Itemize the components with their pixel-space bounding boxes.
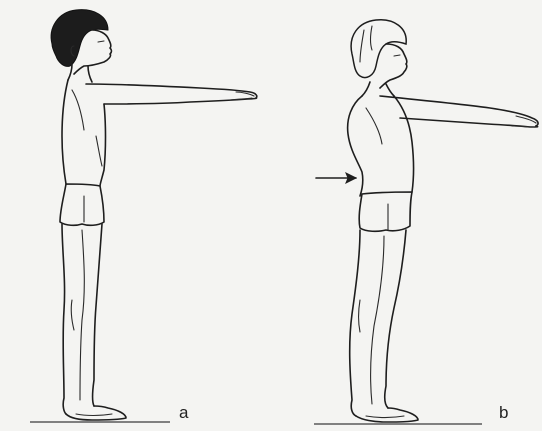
hair-a: [51, 10, 108, 67]
shorts-b: [359, 192, 412, 231]
feet-b: [356, 408, 418, 422]
arrow-icon: [316, 173, 356, 183]
arm-lower-a: [104, 98, 257, 104]
figure-a-straight-posture: [30, 10, 257, 422]
arm-upper-a: [86, 84, 257, 98]
leg-back-a: [62, 224, 66, 414]
eye-b: [394, 55, 400, 56]
hair-b: [351, 20, 406, 78]
leg-front-b: [385, 230, 406, 408]
face-b: [380, 44, 407, 88]
neck-b: [362, 82, 370, 96]
panel-label-a: a: [179, 404, 188, 421]
leg-front-a: [93, 224, 103, 406]
chest-b: [394, 96, 414, 192]
figure-b-hollow-back-posture: [314, 20, 538, 424]
back-a: [62, 80, 68, 184]
shorts-a: [60, 184, 104, 225]
chest-a: [100, 104, 106, 186]
eye-a: [98, 41, 104, 42]
feet-a: [66, 406, 126, 420]
panel-label-b: b: [499, 404, 508, 421]
